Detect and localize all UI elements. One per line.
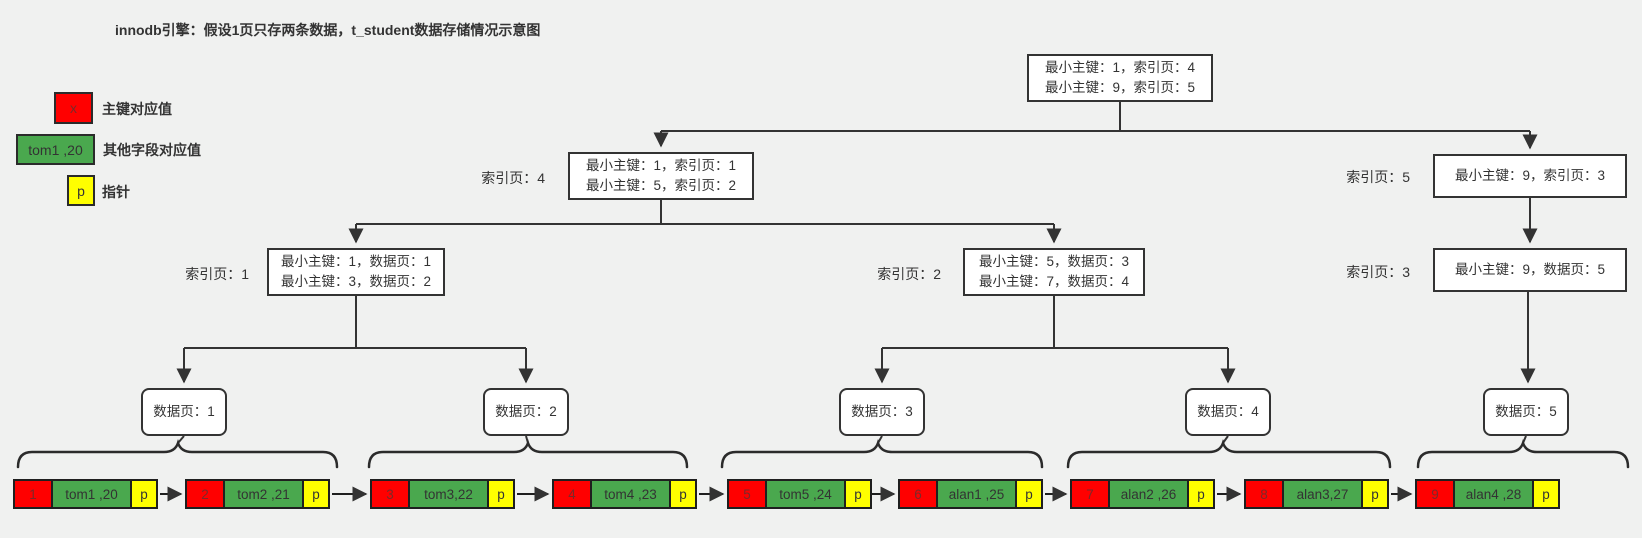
data-page-2-label: 数据页：2 (495, 404, 557, 419)
legend-other-fields-swatch-text: tom1 ,20 (28, 141, 83, 158)
legend-other-fields-label: 其他字段对应值 (103, 142, 201, 158)
legend-primary-key-swatch: x (54, 92, 93, 124)
index-page-3-label: 索引页：3 (1346, 264, 1410, 280)
data-page-3-label: 数据页：3 (851, 404, 913, 419)
data-page-1-label: 数据页：1 (153, 404, 215, 419)
group-braces (16, 439, 1630, 469)
record-2-primary-key: 2 (185, 479, 225, 509)
tree-node-index-page-5: 最小主键：9，索引页：3 (1433, 154, 1627, 198)
record-row-2: 2 tom2 ,21 p (185, 479, 330, 509)
record-1-primary-key: 1 (13, 479, 53, 509)
tree-node-data-page-1: 数据页：1 (141, 388, 227, 436)
record-3-fields: tom3,22 (408, 479, 489, 509)
record-7-pointer: p (1187, 479, 1215, 509)
record-5-fields: tom5 ,24 (765, 479, 846, 509)
record-row-4: 4 tom4 ,23 p (552, 479, 697, 509)
record-8-primary-key: 8 (1244, 479, 1284, 509)
record-5-pointer: p (844, 479, 872, 509)
index-page-4-label: 索引页：4 (481, 170, 545, 186)
index-page-2-label: 索引页：2 (877, 266, 941, 282)
index-page-1-label: 索引页：1 (185, 266, 249, 282)
legend-pointer-swatch-text: p (77, 182, 85, 199)
record-row-5: 5 tom5 ,24 p (727, 479, 872, 509)
record-9-pointer: p (1532, 479, 1560, 509)
record-row-7: 7 alan2 ,26 p (1070, 479, 1215, 509)
record-row-6: 6 alan1 ,25 p (898, 479, 1043, 509)
record-4-fields: tom4 ,23 (590, 479, 671, 509)
legend-pointer-swatch: p (67, 175, 95, 206)
record-4-primary-key: 4 (552, 479, 592, 509)
record-5-primary-key: 5 (727, 479, 767, 509)
tree-node-root-line1: 最小主键：1，索引页：4 (1044, 60, 1196, 75)
record-7-fields: alan2 ,26 (1108, 479, 1189, 509)
tree-node-index-page-4-line2: 最小主键：5，索引页：2 (585, 178, 737, 193)
legend-primary-key-swatch-text: x (70, 100, 77, 116)
legend-primary-key-label: 主键对应值 (102, 101, 172, 117)
data-page-5-label: 数据页：5 (1495, 404, 1557, 419)
record-9-fields: alan4 ,28 (1453, 479, 1534, 509)
record-7-primary-key: 7 (1070, 479, 1110, 509)
tree-node-index-page-3: 最小主键：9，数据页：5 (1433, 248, 1627, 292)
record-row-9: 9 alan4 ,28 p (1415, 479, 1560, 509)
record-9-primary-key: 9 (1415, 479, 1455, 509)
record-8-fields: alan3,27 (1282, 479, 1363, 509)
tree-node-index-page-2-line2: 最小主键：7，数据页：4 (978, 274, 1130, 289)
tree-node-index-page-2-line1: 最小主键：5，数据页：3 (978, 254, 1130, 269)
tree-node-index-page-2: 最小主键：5，数据页：3 最小主键：7，数据页：4 (963, 248, 1145, 296)
record-3-primary-key: 3 (370, 479, 410, 509)
record-row-3: 3 tom3,22 p (370, 479, 515, 509)
data-page-4-label: 数据页：4 (1197, 404, 1259, 419)
tree-node-index-page-3-line1: 最小主键：9，数据页：5 (1454, 262, 1606, 277)
tree-node-index-page-1-line2: 最小主键：3，数据页：2 (280, 274, 432, 289)
legend-pointer-label: 指针 (102, 184, 130, 200)
record-6-fields: alan1 ,25 (936, 479, 1017, 509)
record-2-fields: tom2 ,21 (223, 479, 304, 509)
tree-node-index-page-4-line1: 最小主键：1，索引页：1 (585, 158, 737, 173)
tree-node-data-page-3: 数据页：3 (839, 388, 925, 436)
record-2-pointer: p (302, 479, 330, 509)
record-row-8: 8 alan3,27 p (1244, 479, 1389, 509)
tree-node-index-page-1-line1: 最小主键：1，数据页：1 (280, 254, 432, 269)
record-8-pointer: p (1361, 479, 1389, 509)
record-1-pointer: p (130, 479, 158, 509)
record-row-1: 1 tom1 ,20 p (13, 479, 158, 509)
tree-node-root: 最小主键：1，索引页：4 最小主键：9，索引页：5 (1027, 54, 1213, 102)
diagram-title: innodb引擎：假设1页只存两条数据，t_student数据存储情况示意图 (115, 22, 541, 38)
record-6-pointer: p (1015, 479, 1043, 509)
legend-other-fields-swatch: tom1 ,20 (16, 134, 95, 165)
tree-node-data-page-5: 数据页：5 (1483, 388, 1569, 436)
tree-node-data-page-2: 数据页：2 (483, 388, 569, 436)
index-page-5-label: 索引页：5 (1346, 169, 1410, 185)
record-4-pointer: p (669, 479, 697, 509)
record-6-primary-key: 6 (898, 479, 938, 509)
tree-node-data-page-4: 数据页：4 (1185, 388, 1271, 436)
tree-node-index-page-1: 最小主键：1，数据页：1 最小主键：3，数据页：2 (267, 248, 445, 296)
record-3-pointer: p (487, 479, 515, 509)
record-1-fields: tom1 ,20 (51, 479, 132, 509)
tree-node-index-page-5-line1: 最小主键：9，索引页：3 (1454, 168, 1606, 183)
tree-node-index-page-4: 最小主键：1，索引页：1 最小主键：5，索引页：2 (568, 152, 754, 200)
tree-node-root-line2: 最小主键：9，索引页：5 (1044, 80, 1196, 95)
